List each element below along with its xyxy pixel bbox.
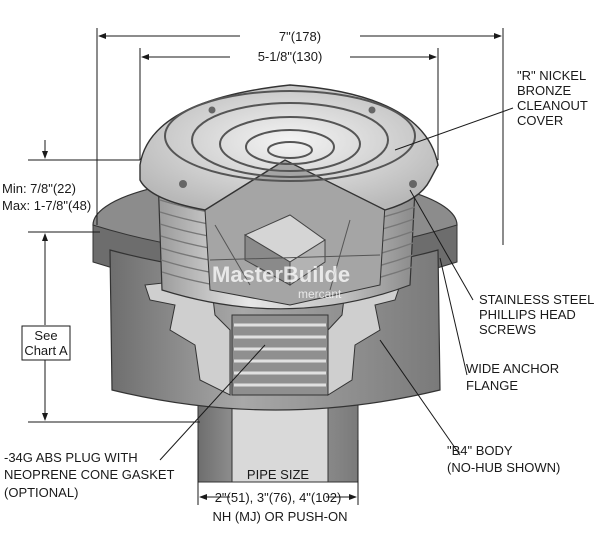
adjust-max-label: Max: 1-7/8"(48): [2, 198, 91, 213]
svg-text:SCREWS: SCREWS: [479, 322, 536, 337]
svg-text:(NO-HUB SHOWN): (NO-HUB SHOWN): [447, 460, 560, 475]
label-pipe-size: PIPE SIZE 2"(51), 3"(76), 4"(102) NH (MJ…: [212, 467, 347, 524]
svg-text:COVER: COVER: [517, 113, 563, 128]
see-chart-line1: See: [34, 328, 57, 343]
svg-text:STAINLESS STEEL: STAINLESS STEEL: [479, 292, 594, 307]
svg-text:PIPE SIZE: PIPE SIZE: [247, 467, 309, 482]
abs-plug: [231, 314, 329, 396]
screw-icon: [368, 106, 376, 114]
overall-width-label: 7"(178): [279, 29, 321, 44]
watermark-sub: mercant: [298, 287, 342, 301]
cover-barrel: [157, 159, 417, 310]
dimension-pipe: [197, 440, 359, 505]
dimension-adjustment: [28, 140, 200, 423]
svg-text:(OPTIONAL): (OPTIONAL): [4, 485, 78, 500]
screw-icon: [208, 106, 216, 114]
see-chart-box: See Chart A: [21, 325, 71, 361]
svg-text:NEOPRENE CONE GASKET: NEOPRENE CONE GASKET: [4, 467, 175, 482]
svg-text:FLANGE: FLANGE: [466, 378, 518, 393]
leader-lines: [159, 107, 514, 461]
svg-text:WIDE ANCHOR: WIDE ANCHOR: [466, 361, 559, 376]
dimension-overall: [96, 28, 504, 245]
label-flange: WIDE ANCHOR FLANGE: [466, 361, 559, 393]
see-chart-line2: Chart A: [24, 343, 68, 358]
svg-text:BRONZE: BRONZE: [517, 83, 572, 98]
label-screws: STAINLESS STEEL PHILLIPS HEAD SCREWS: [479, 292, 594, 337]
svg-text:-34G ABS PLUG WITH: -34G ABS PLUG WITH: [4, 450, 138, 465]
screw-icon: [179, 180, 187, 188]
label-body: "B4" BODY (NO-HUB SHOWN): [447, 443, 560, 475]
nickel-bronze-cover: [139, 84, 439, 211]
watermark-main: MasterBuilde: [212, 262, 350, 287]
label-plug: -34G ABS PLUG WITH NEOPRENE CONE GASKET …: [4, 450, 175, 500]
svg-text:"B4" BODY: "B4" BODY: [447, 443, 513, 458]
dimension-cover: [139, 48, 439, 160]
svg-text:NH (MJ) OR PUSH-ON: NH (MJ) OR PUSH-ON: [212, 509, 347, 524]
cover-width-label: 5-1/8"(130): [258, 49, 323, 64]
adjust-min-label: Min: 7/8"(22): [2, 181, 76, 196]
screw-icon: [409, 180, 417, 188]
svg-text:PHILLIPS HEAD: PHILLIPS HEAD: [479, 307, 576, 322]
svg-text:"R" NICKEL: "R" NICKEL: [517, 68, 586, 83]
svg-text:CLEANOUT: CLEANOUT: [517, 98, 588, 113]
svg-text:2"(51), 3"(76), 4"(102): 2"(51), 3"(76), 4"(102): [215, 490, 342, 505]
label-cover: "R" NICKEL BRONZE CLEANOUT COVER: [517, 68, 588, 128]
